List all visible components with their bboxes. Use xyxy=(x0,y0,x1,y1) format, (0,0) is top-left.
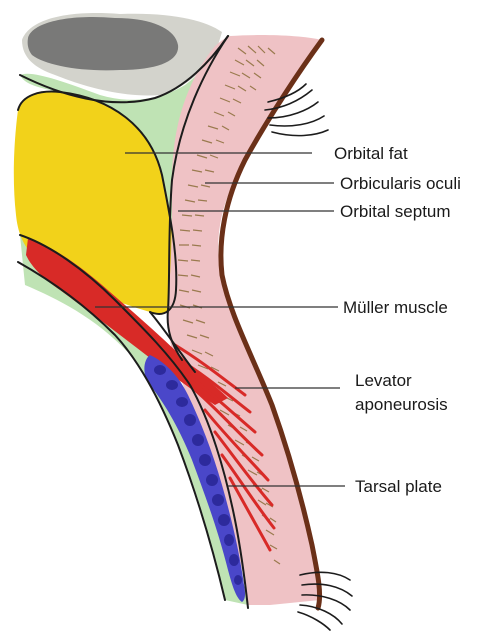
label-orbicularis-oculi: Orbicularis oculi xyxy=(340,173,461,194)
label-tarsal-plate: Tarsal plate xyxy=(355,476,442,497)
label-levator-aponeurosis-line1: Levator xyxy=(355,370,412,391)
label-orbital-septum: Orbital septum xyxy=(340,201,451,222)
label-orbital-fat: Orbital fat xyxy=(334,143,408,164)
bone-region xyxy=(28,17,178,70)
label-muller-muscle: Müller muscle xyxy=(343,297,448,318)
label-levator-aponeurosis-line2: aponeurosis xyxy=(355,394,448,415)
skin-region xyxy=(167,35,322,605)
